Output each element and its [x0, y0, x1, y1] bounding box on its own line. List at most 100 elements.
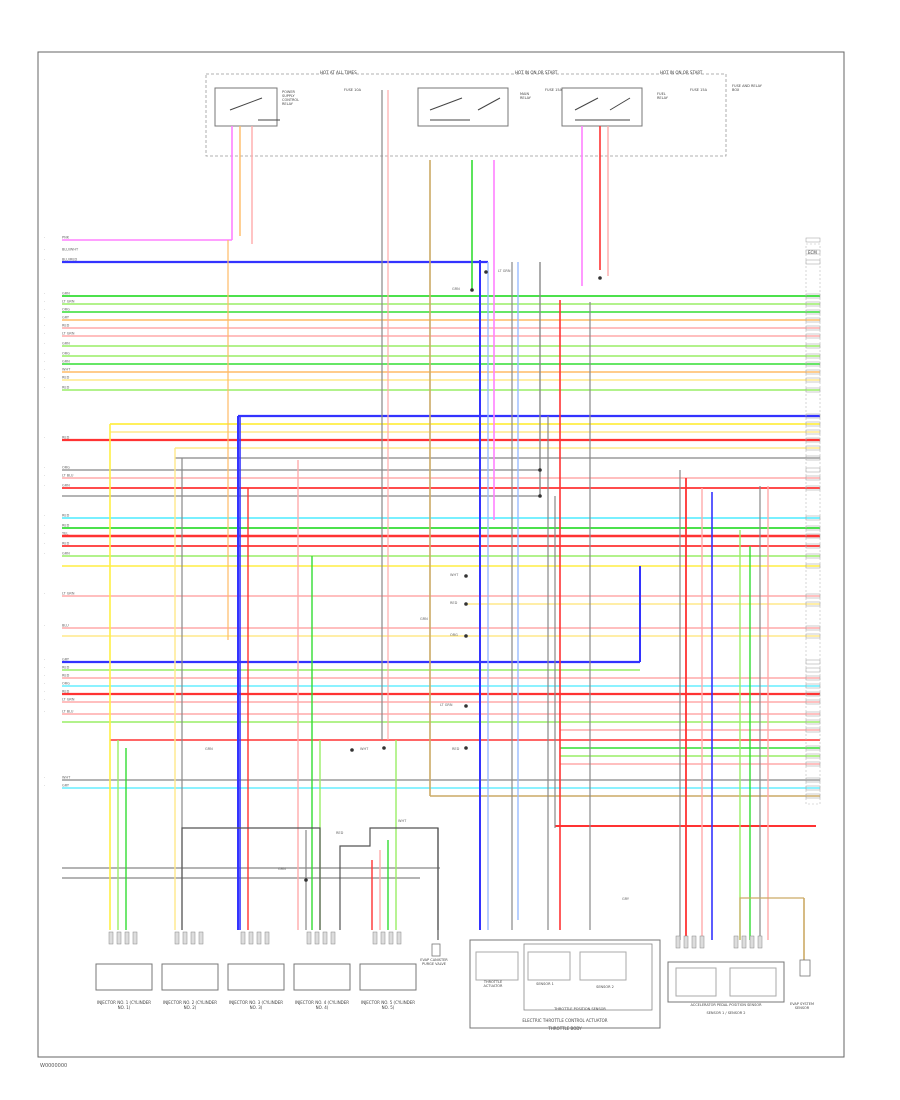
wire-label: RED — [62, 514, 70, 518]
connector-pin — [124, 931, 130, 945]
wire-label: GRN — [62, 342, 70, 346]
connector-pin — [108, 931, 114, 945]
row-tick: · — [44, 658, 45, 662]
connector-pin — [396, 931, 402, 945]
evap-sensor — [799, 959, 811, 977]
splice-dot — [464, 746, 468, 750]
segment-label: RED — [450, 601, 458, 605]
segment-label: LT GRN — [498, 269, 511, 273]
relay-right-label: FUEL RELAY — [657, 92, 668, 100]
row-tick: · — [44, 552, 45, 556]
tp-sensor-group — [523, 943, 653, 1011]
splice-dot — [598, 276, 602, 280]
tp-sensor-1-label: SENSOR 1 — [536, 982, 554, 986]
throttle-body-label: THROTTLE BODY — [548, 1026, 582, 1031]
connector-pin — [132, 931, 138, 945]
row-tick: · — [44, 466, 45, 470]
row-tick: · — [44, 666, 45, 670]
header-left-title: HOT AT ALL TIMES — [320, 70, 357, 75]
wire-label: RED — [62, 324, 70, 328]
splice-dot — [464, 704, 468, 708]
segment-label: GRY — [622, 897, 630, 901]
header-right-title: HOT IN ON OR START — [660, 70, 703, 75]
row-tick: · — [44, 316, 45, 320]
segment-label: GRN — [278, 867, 286, 871]
wire-label: GRY — [62, 784, 70, 788]
row-tick: · — [44, 592, 45, 596]
wire-label: BLU/WHT — [62, 248, 79, 252]
connector-pin — [322, 931, 328, 945]
ecm-pin — [805, 667, 821, 673]
app-sensor-1-box — [675, 967, 717, 997]
wire-label: ORG — [62, 308, 70, 312]
segment-label: RED — [452, 747, 460, 751]
wire-label: GRN — [62, 292, 70, 296]
relay-contact — [229, 97, 263, 111]
row-tick: · — [44, 308, 45, 312]
injector-1-label: INJECTOR NO. 1 (CYLINDER NO. 1) — [96, 1000, 152, 1010]
row-tick: · — [44, 710, 45, 714]
row-tick: · — [44, 776, 45, 780]
relay-contact — [574, 97, 599, 111]
relay-contact — [429, 97, 463, 111]
injector-4-label: INJECTOR NO. 4 (CYLINDER NO. 4) — [294, 1000, 350, 1010]
splice-dot — [464, 634, 468, 638]
wire-label: ORG — [62, 352, 70, 356]
tp-sensor-2-label: SENSOR 2 — [596, 985, 614, 989]
row-tick: · — [44, 436, 45, 440]
ecm-label: ECM — [808, 250, 817, 255]
ecm-pin — [805, 467, 821, 473]
wire-label: GRN — [62, 552, 70, 556]
wire-label: ORG — [62, 466, 70, 470]
wire-label: RED — [62, 690, 70, 694]
ecm-pin — [805, 237, 821, 243]
splice-dot — [538, 494, 542, 498]
connector-pin — [190, 931, 196, 945]
wire-label: PNK — [62, 236, 70, 240]
injector-box-1 — [95, 963, 153, 991]
wire-label: LT GRN — [62, 592, 75, 596]
ecm-connector — [805, 243, 821, 805]
wire-label: GRN — [62, 484, 70, 488]
segment-label: ORG — [450, 633, 458, 637]
wire-label: RED — [62, 674, 70, 678]
tp-sensor-1-box — [527, 951, 571, 981]
evap-sensor-label: EVAP SYSTEM SENSOR — [790, 1002, 814, 1010]
wire-label: BLU — [62, 624, 69, 628]
segment-label: WHT — [450, 573, 459, 577]
connector-pin — [741, 935, 747, 949]
fuse-right-label: FUSE 15A — [690, 88, 707, 92]
wire-label: LT BLU — [62, 710, 74, 714]
row-tick: · — [44, 524, 45, 528]
wire-label: WHT — [62, 776, 71, 780]
fuse-relay-box-label: FUSE AND RELAY BOX — [732, 84, 762, 92]
row-tick: · — [44, 682, 45, 686]
wire-label: LT GRN — [62, 698, 75, 702]
connector-pin — [198, 931, 204, 945]
splice-dot — [350, 748, 354, 752]
row-tick: · — [44, 342, 45, 346]
row-tick: · — [44, 784, 45, 788]
tp-sensor-2-box — [579, 951, 627, 981]
row-tick: · — [44, 624, 45, 628]
injector-common-feed — [339, 827, 439, 940]
wire — [739, 897, 804, 940]
connector-pin — [691, 935, 697, 949]
throttle-actuator-label: THROTTLE ACTUATOR — [483, 980, 503, 988]
splice-dot — [464, 574, 468, 578]
wire-label: LT GRN — [62, 300, 75, 304]
connector-pin — [174, 931, 180, 945]
splice-dot — [484, 270, 488, 274]
relay-contact — [477, 97, 501, 111]
connector-pin — [330, 931, 336, 945]
row-tick: · — [44, 690, 45, 694]
connector-pin — [256, 931, 262, 945]
splice-dot — [464, 602, 468, 606]
connector-pin — [699, 935, 705, 949]
wire-label: WHT — [62, 368, 71, 372]
row-tick: · — [44, 514, 45, 518]
connector-pin — [380, 931, 386, 945]
wire-label: ORG — [62, 682, 70, 686]
app-sensor-sub-label: SENSOR 1 / SENSOR 2 — [706, 1011, 746, 1015]
